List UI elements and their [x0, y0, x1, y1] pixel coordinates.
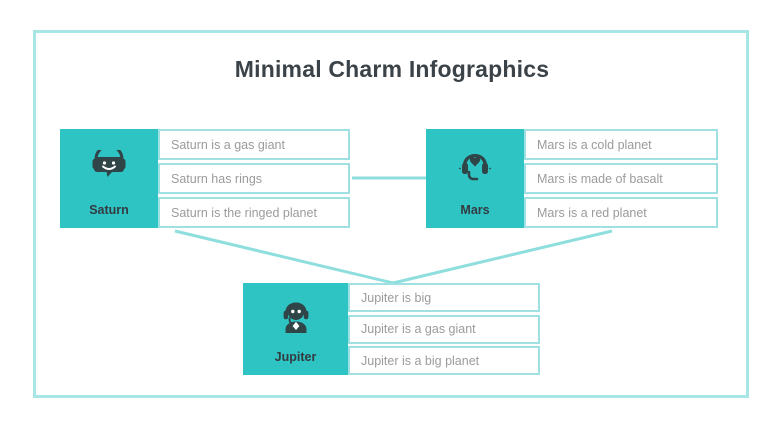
mars-panel: Mars: [426, 129, 524, 228]
saturn-label: Saturn: [89, 202, 129, 217]
fact-row[interactable]: Mars is a cold planet: [524, 129, 718, 160]
slide-frame-border: [33, 30, 749, 398]
fact-row[interactable]: Mars is a red planet: [524, 197, 718, 228]
connector-mars-to-jupiter: [392, 229, 613, 285]
fact-row[interactable]: Saturn has rings: [158, 163, 350, 194]
mars-facts: Mars is a cold planet Mars is made of ba…: [524, 129, 718, 228]
support-agent-person-icon: [243, 283, 348, 351]
fact-row[interactable]: Mars is made of basalt: [524, 163, 718, 194]
mars-label: Mars: [460, 202, 490, 217]
fact-row[interactable]: Jupiter is a big planet: [348, 346, 540, 375]
connector-saturn-to-jupiter: [174, 229, 394, 285]
jupiter-panel: Jupiter: [243, 283, 348, 375]
jupiter-label: Jupiter: [274, 349, 317, 364]
fact-row[interactable]: Saturn is the ringed planet: [158, 197, 350, 228]
fact-row[interactable]: Jupiter is a gas giant: [348, 314, 540, 344]
info-block-mars[interactable]: Mars Mars is a cold planet Mars is made …: [426, 129, 718, 228]
page-title: Minimal Charm Infographics: [234, 56, 550, 82]
info-block-jupiter[interactable]: Jupiter Jupiter is big Jupiter is a gas …: [243, 283, 540, 375]
headset-heart-icon: [426, 129, 524, 204]
jupiter-facts: Jupiter is big Jupiter is a gas giant Ju…: [348, 283, 540, 375]
fact-row[interactable]: Saturn is a gas giant: [158, 129, 350, 160]
chat-bubble-face-headphones-icon: [60, 129, 158, 204]
fact-row[interactable]: Jupiter is big: [348, 283, 540, 312]
saturn-panel: Saturn: [60, 129, 158, 228]
saturn-facts: Saturn is a gas giant Saturn has rings S…: [158, 129, 350, 228]
info-block-saturn[interactable]: Saturn Saturn is a gas giant Saturn has …: [60, 129, 350, 228]
